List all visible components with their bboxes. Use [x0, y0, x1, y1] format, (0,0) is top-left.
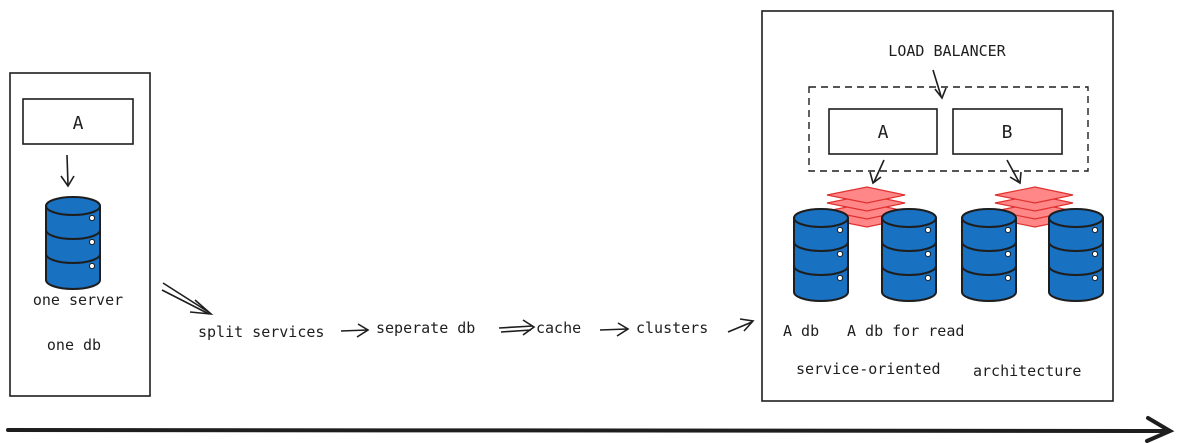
right-panel-frame — [761, 10, 1114, 402]
caption-one-db: one db — [47, 336, 101, 354]
step-split-services: split services — [198, 323, 324, 341]
arrow-split-to-separate — [340, 323, 370, 338]
right-panel: LOAD BALANCER A B — [761, 10, 1114, 402]
database-icon-a — [793, 208, 849, 302]
caption-one-server: one server — [33, 291, 123, 309]
arrow-a-to-db-left — [60, 154, 75, 188]
caption-architecture: architecture — [973, 362, 1081, 380]
left-panel: A one server one db — [9, 72, 151, 397]
arrow-cache-to-clusters — [599, 322, 630, 337]
service-a-box-left — [22, 98, 134, 145]
database-icon-a-read — [881, 208, 937, 302]
load-balancer-label: LOAD BALANCER — [888, 42, 1006, 60]
service-a-label-right: A — [878, 122, 889, 143]
database-icon-b — [961, 208, 1017, 302]
timeline-arrow — [6, 416, 1175, 443]
service-a-label-left: A — [73, 113, 84, 134]
database-icon-b-read — [1048, 208, 1104, 302]
arrow-separate-to-cache — [498, 319, 536, 336]
service-a-box-right — [828, 108, 938, 155]
database-icon-left — [45, 196, 101, 290]
step-separate-db: seperate db — [376, 319, 475, 337]
label-a-db-for-read: A db for read — [847, 322, 964, 340]
caption-service-oriented: service-oriented — [796, 360, 941, 378]
arrow-to-split — [161, 282, 214, 316]
arrow-lb-to-cluster — [932, 69, 947, 100]
evolution-steps: split services seperate db cache cluster… — [161, 282, 755, 341]
arrow-clusters-to-panel — [727, 318, 755, 333]
arrow-a-to-cache — [869, 159, 885, 185]
left-panel-frame — [9, 72, 151, 397]
cluster-dashed-box — [808, 86, 1089, 172]
step-cache: cache — [536, 319, 581, 337]
arrow-b-to-cache — [1006, 159, 1022, 185]
service-b-label: B — [1002, 122, 1013, 143]
service-b-box — [952, 108, 1063, 155]
step-clusters: clusters — [636, 319, 708, 337]
label-a-db: A db — [783, 322, 819, 340]
